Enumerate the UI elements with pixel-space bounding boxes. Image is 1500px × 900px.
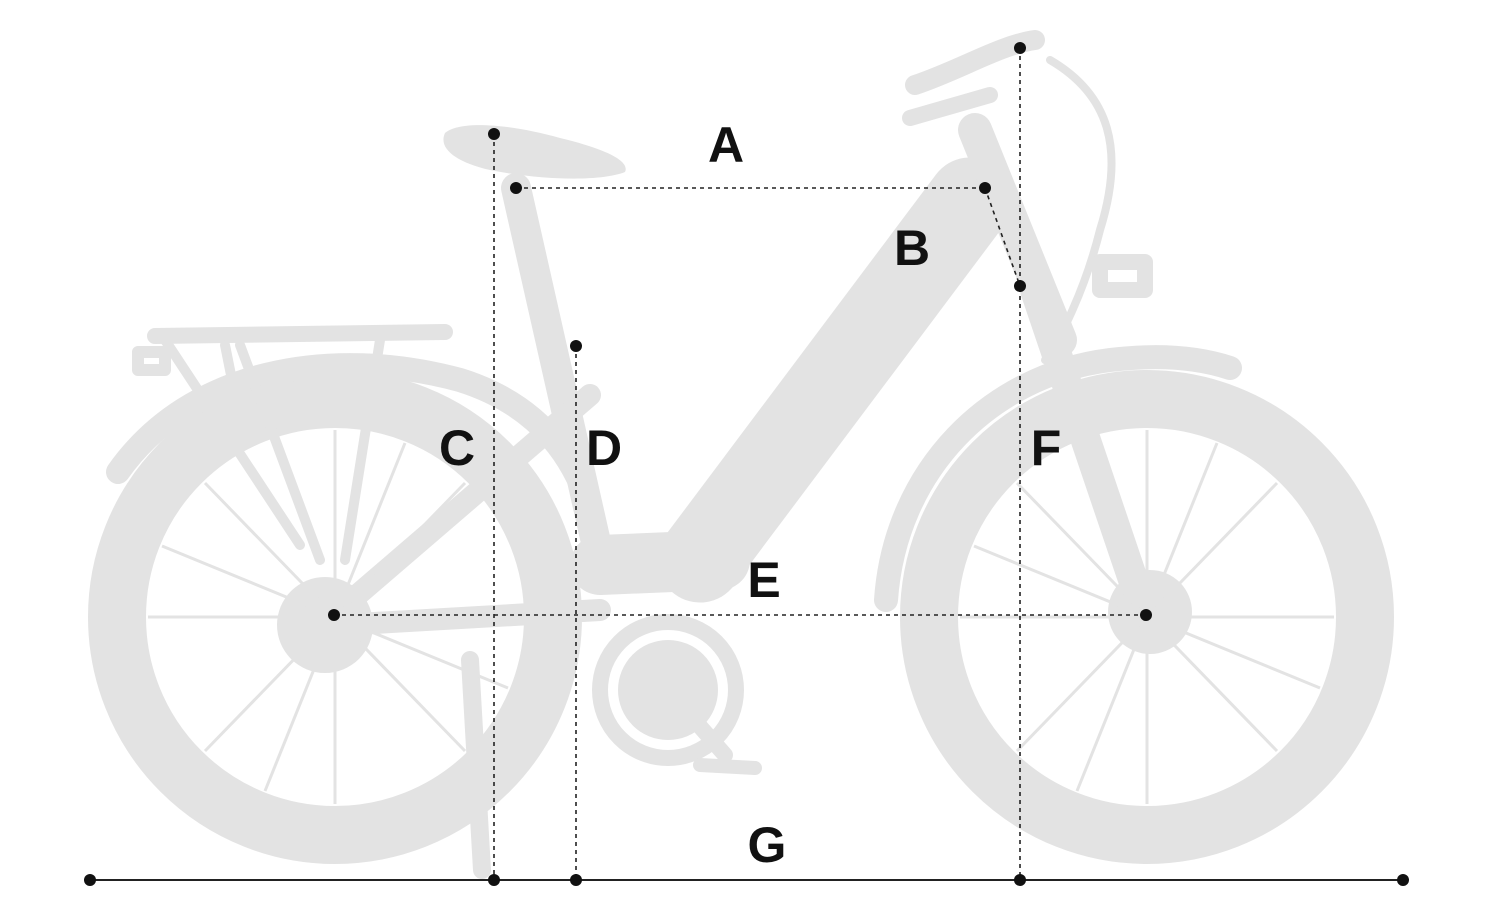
point-c-bottom <box>488 874 500 886</box>
point-d-bottom <box>570 874 582 886</box>
chainring <box>592 614 744 766</box>
point-g-right <box>1397 874 1409 886</box>
point-b-bottom <box>1014 280 1026 292</box>
tail-light <box>132 346 171 376</box>
headlight <box>1092 254 1153 298</box>
label-c: C <box>438 420 476 476</box>
point-d-top <box>570 340 582 352</box>
label-e: E <box>747 552 781 608</box>
pedal <box>693 758 762 775</box>
chainring-fill <box>618 640 718 740</box>
point-e-right <box>1140 609 1152 621</box>
point-g-left <box>84 874 96 886</box>
point-f-bottom <box>1014 874 1026 886</box>
saddle <box>443 125 626 179</box>
point-f-top <box>1014 42 1026 54</box>
point-a-left <box>510 182 522 194</box>
label-a: A <box>707 117 745 173</box>
label-b: B <box>893 220 931 276</box>
dimension-b-line <box>984 187 1021 287</box>
seat-tube <box>501 173 615 575</box>
rear-rack-top <box>147 324 453 344</box>
handlebar-lever <box>902 87 998 126</box>
kickstand <box>461 651 491 879</box>
front-wheel-tire <box>900 370 1394 864</box>
point-e-left <box>328 609 340 621</box>
dimension-lines <box>90 48 1403 881</box>
down-tube <box>657 157 1013 603</box>
rear-rack-struts <box>160 335 385 565</box>
label-f: F <box>1030 420 1062 476</box>
dimension-points <box>84 42 1409 886</box>
seat-stay <box>329 384 601 621</box>
point-a-right <box>979 182 991 194</box>
label-d: D <box>585 420 623 476</box>
brake-cable <box>1041 56 1116 364</box>
handlebar-grip <box>905 30 1045 95</box>
label-g: G <box>747 817 787 873</box>
point-c-top <box>488 128 500 140</box>
bottom-bracket-junction <box>570 530 750 595</box>
wheel-spokes <box>148 430 1334 804</box>
